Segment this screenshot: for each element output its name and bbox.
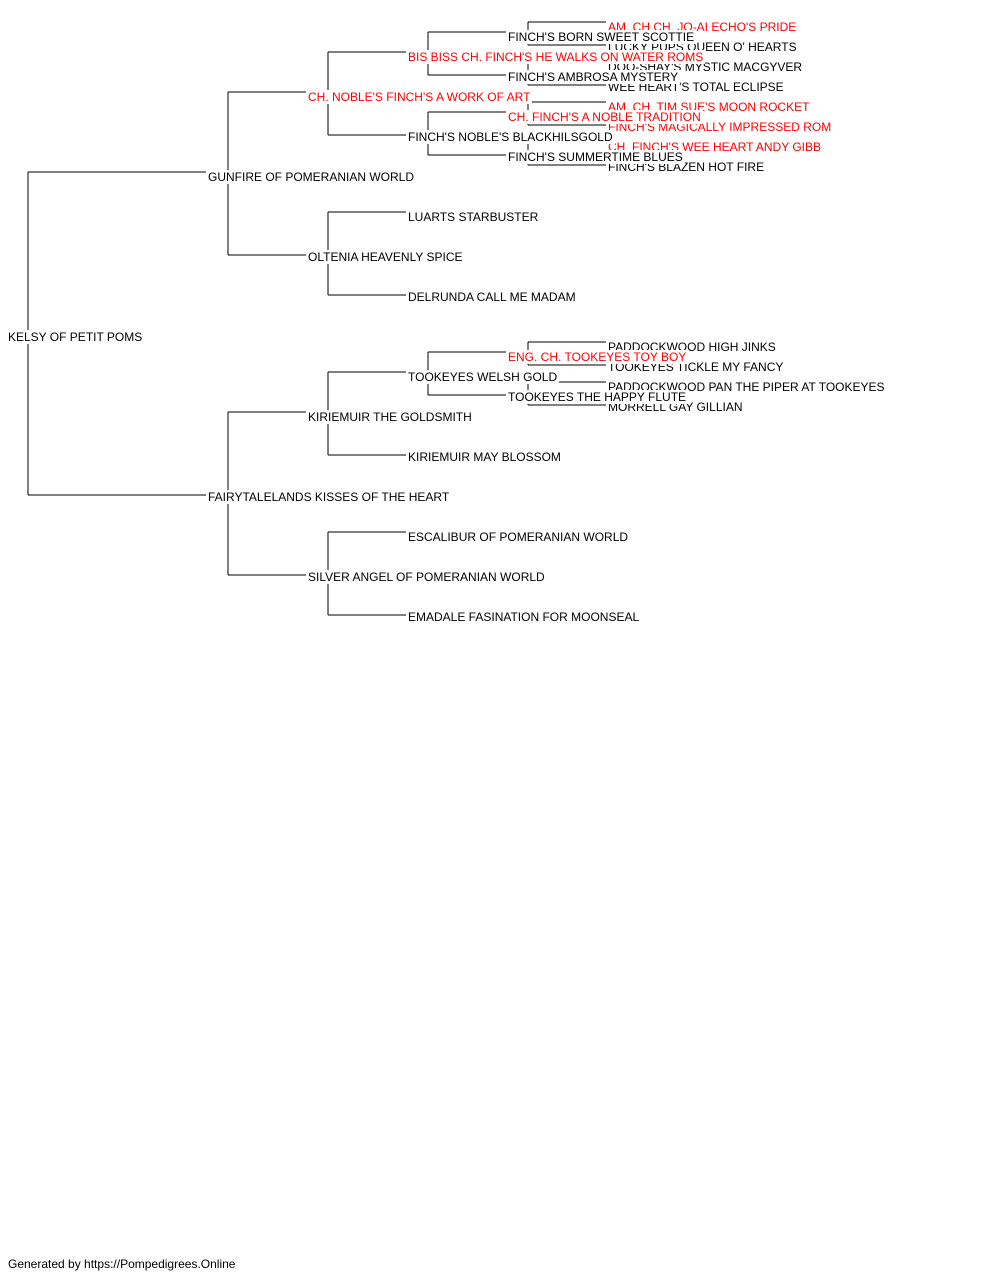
dog-name: BIS BISS CH. FINCH'S HE WALKS ON WATER R…: [408, 50, 706, 64]
dog-name: LUARTS STARBUSTER: [408, 210, 541, 224]
dog-name: OLTENIA HEAVENLY SPICE: [308, 250, 465, 264]
dog-name: KELSY OF PETIT POMS: [8, 330, 145, 344]
dog-name: FINCH'S SUMMERTIME BLUES: [508, 150, 685, 164]
dog-name: CH. NOBLE'S FINCH'S A WORK OF ART: [308, 90, 533, 104]
dog-name: ENG. CH. TOOKEYES TOY BOY: [508, 350, 689, 364]
dog-name: CH. FINCH'S A NOBLE TRADITION: [508, 110, 703, 124]
dog-name: TOOKEYES THE HAPPY FLUTE: [508, 390, 689, 404]
dog-name: TOOKEYES WELSH GOLD: [408, 370, 560, 384]
dog-name: DELRUNDA CALL ME MADAM: [408, 290, 578, 304]
dog-name: FAIRYTALELANDS KISSES OF THE HEART: [208, 490, 452, 504]
dog-name: ESCALIBUR OF POMERANIAN WORLD: [408, 530, 631, 544]
dog-name: FINCH'S BORN SWEET SCOTTIE: [508, 30, 697, 44]
footer-credit: Generated by https://Pompedigrees.Online: [8, 1257, 236, 1271]
dog-name: GUNFIRE OF POMERANIAN WORLD: [208, 170, 417, 184]
dog-name: FINCH'S NOBLE'S BLACKHILSGOLD: [408, 130, 615, 144]
dog-name: SILVER ANGEL OF POMERANIAN WORLD: [308, 570, 547, 584]
dog-name: KIRIEMUIR THE GOLDSMITH: [308, 410, 474, 424]
dog-name: FINCH'S AMBROSA MYSTERY: [508, 70, 681, 84]
dog-name: KIRIEMUIR MAY BLOSSOM: [408, 450, 563, 464]
dog-name: EMADALE FASINATION FOR MOONSEAL: [408, 610, 642, 624]
